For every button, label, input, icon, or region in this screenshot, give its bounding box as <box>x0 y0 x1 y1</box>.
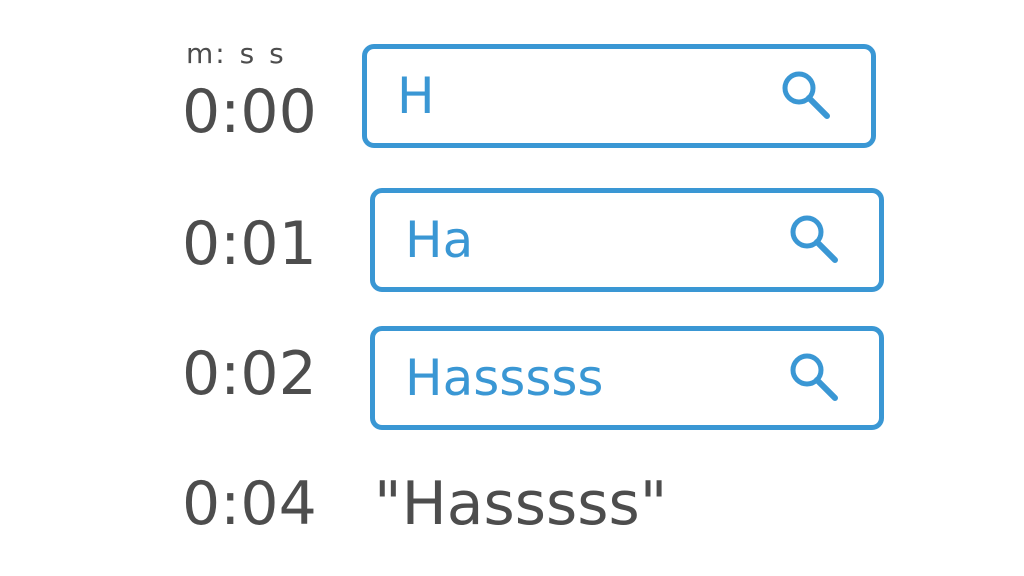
search-box-0[interactable]: H <box>362 44 876 148</box>
search-input-0[interactable]: H <box>397 67 435 125</box>
time-format-label: m: s s <box>186 37 286 70</box>
timestamp-0: 0:00 <box>182 77 317 147</box>
search-box-1[interactable]: Ha <box>370 188 884 292</box>
search-icon[interactable] <box>785 210 845 270</box>
search-icon[interactable] <box>777 66 837 126</box>
search-icon[interactable] <box>785 348 845 408</box>
search-input-1[interactable]: Ha <box>405 211 474 269</box>
timestamp-2: 0:02 <box>182 339 317 409</box>
timestamp-final: 0:04 <box>182 469 317 539</box>
submitted-query: "Hasssss" <box>374 469 668 539</box>
timestamp-1: 0:01 <box>182 209 317 279</box>
search-box-2[interactable]: Hasssss <box>370 326 884 430</box>
search-input-2[interactable]: Hasssss <box>405 349 604 407</box>
